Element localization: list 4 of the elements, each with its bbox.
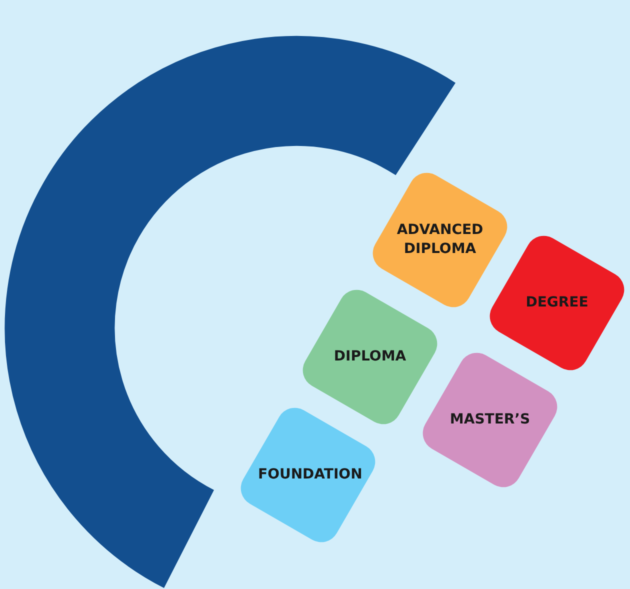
level-label: ADVANCED DIPLOMA <box>396 221 484 259</box>
level-label: MASTER’S <box>448 410 532 430</box>
level-label: DEGREE <box>524 294 590 312</box>
level-label: DIPLOMA <box>332 348 408 366</box>
